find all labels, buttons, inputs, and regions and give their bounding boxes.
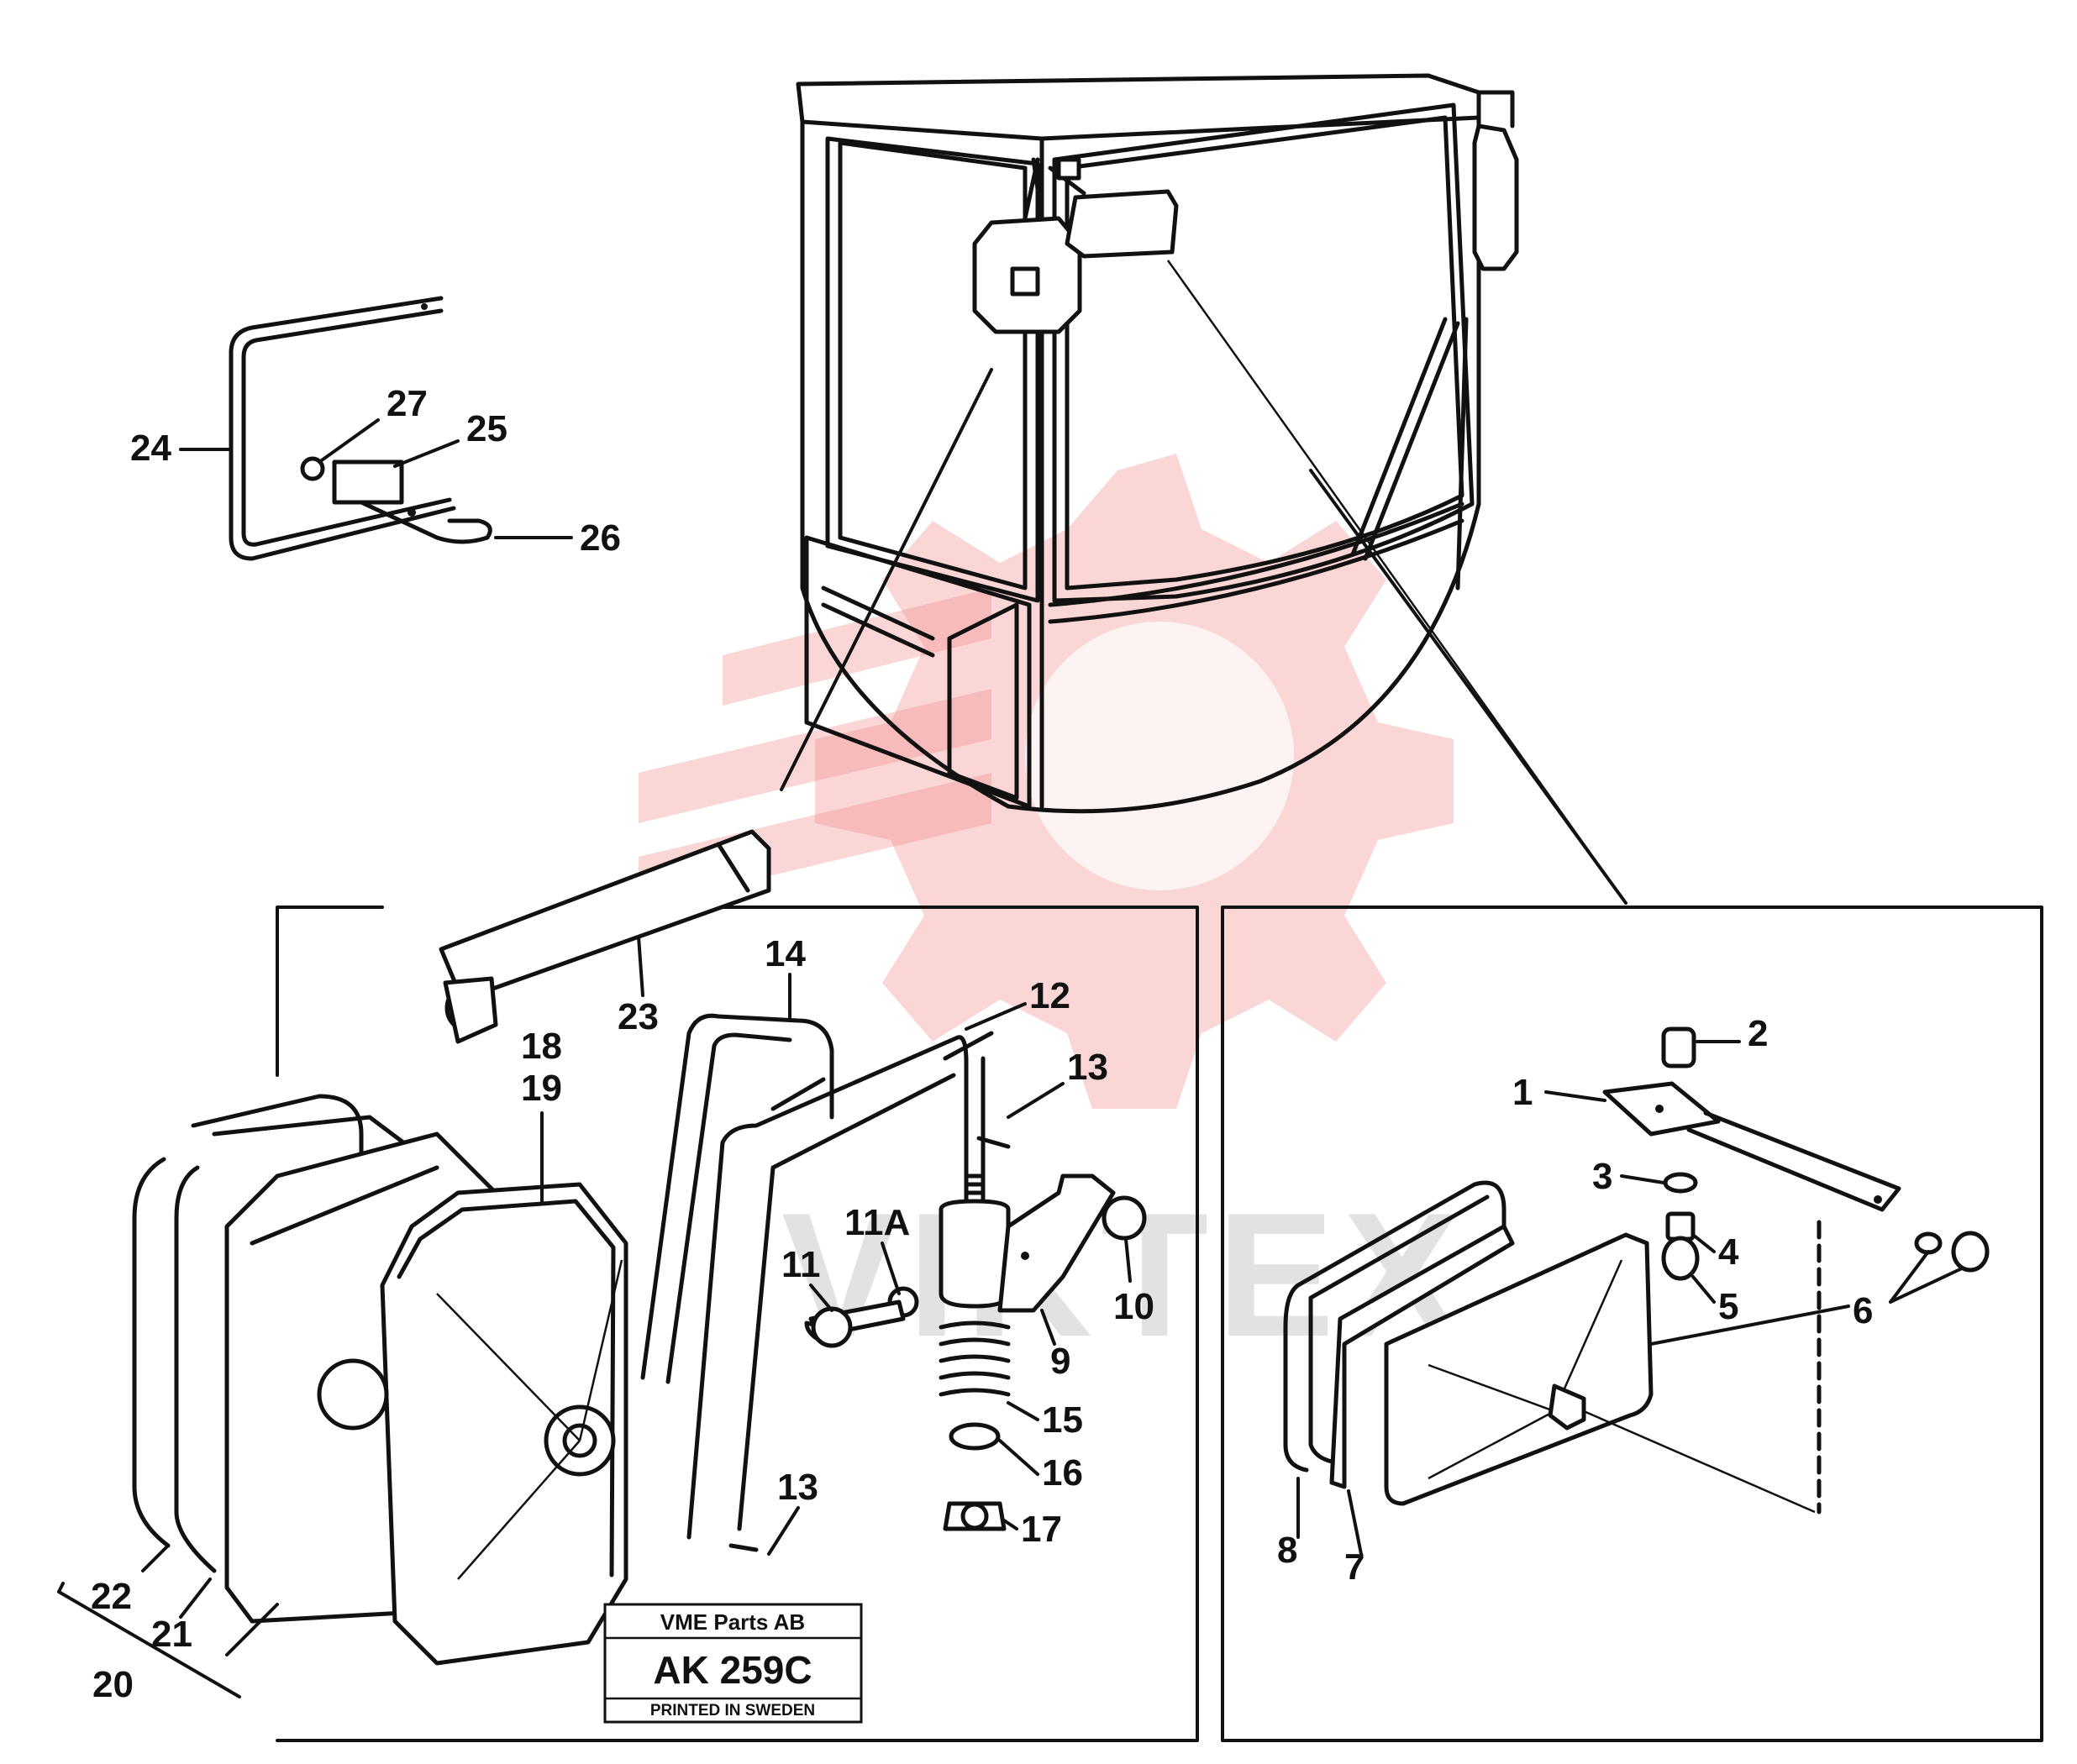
part-label-10: 10 (1113, 1286, 1154, 1327)
title-block (603, 1603, 863, 1724)
part-label-13-bottom: 13 (777, 1467, 818, 1508)
part-label-27: 27 (386, 383, 428, 424)
left-detail-frame (276, 906, 1199, 1742)
part-label-3: 3 (1592, 1156, 1612, 1197)
title-block-code: AK 259C (653, 1648, 812, 1692)
mirror-assembly-right (1283, 1026, 1990, 1515)
part-label-6: 6 (1853, 1290, 1873, 1331)
title-block-company: VME Parts AB (660, 1609, 805, 1635)
part-label-19: 19 (521, 1068, 562, 1109)
right-detail-frame (1221, 906, 2043, 1742)
part-label-18: 18 (521, 1026, 562, 1067)
part-label-2: 2 (1748, 1013, 1768, 1054)
part-label-11a: 11A (844, 1202, 910, 1243)
part-label-5: 5 (1718, 1286, 1738, 1327)
bracket-assembly-24 (229, 296, 492, 561)
part-label-4: 4 (1718, 1231, 1739, 1273)
part-label-24: 24 (130, 428, 171, 469)
mirror-stack-left (132, 1094, 628, 1666)
callout-leaders (780, 260, 1627, 905)
part-label-12: 12 (1029, 975, 1070, 1016)
part-label-25: 25 (466, 408, 507, 449)
part-label-17: 17 (1021, 1509, 1062, 1550)
part-label-14: 14 (765, 933, 806, 974)
part-label-16: 16 (1042, 1452, 1083, 1494)
part-label-9: 9 (1050, 1341, 1070, 1382)
title-block-printed: PRINTED IN SWEDEN (650, 1702, 815, 1719)
part-label-20: 20 (92, 1664, 134, 1705)
part-label-11: 11 (781, 1244, 821, 1285)
part-label-8: 8 (1277, 1530, 1297, 1571)
part-label-22: 22 (91, 1576, 132, 1617)
part-label-13-top: 13 (1067, 1047, 1108, 1088)
part-label-15: 15 (1042, 1399, 1083, 1441)
part-label-23: 23 (618, 996, 659, 1037)
arm-23 (439, 829, 771, 1044)
cab-illustration (796, 73, 1519, 814)
bracket-14 (640, 1013, 994, 1540)
part-label-1: 1 (1512, 1072, 1533, 1113)
part-label-26: 26 (580, 517, 621, 559)
hinge-assembly (728, 1056, 1147, 1552)
